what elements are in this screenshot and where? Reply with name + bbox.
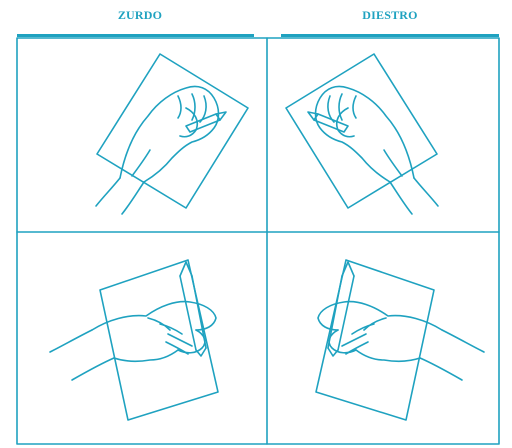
left-hand-holding-pencil-icon [50, 260, 218, 420]
right-hand-holding-pencil-icon [316, 260, 484, 420]
left-hand-writing-tilted-paper-icon [96, 54, 248, 214]
grid-frame [17, 38, 499, 444]
right-hand-writing-tilted-paper-icon [286, 54, 438, 214]
